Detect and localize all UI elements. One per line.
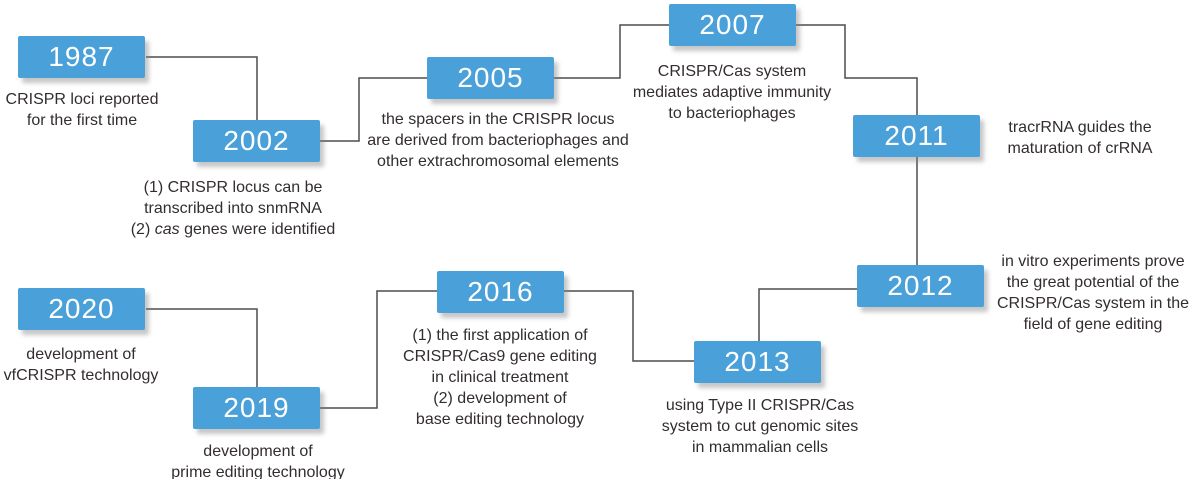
description-text: development of — [203, 443, 313, 460]
description-text: CRISPR/Cas9 gene editing — [403, 348, 597, 365]
description-line: using Type II CRISPR/Cas — [662, 395, 859, 416]
year-label: 2002 — [223, 125, 290, 156]
year-box-2016: 2016 — [437, 271, 564, 313]
description-line: in vitro experiments prove — [997, 251, 1189, 272]
description-line: are derived from bacteriophages and — [367, 130, 629, 151]
description-text: CRISPR/Cas system — [657, 63, 807, 80]
description-text: tracrRNA guides the — [1008, 119, 1152, 136]
description-text: transcribed into snmRNA — [144, 200, 322, 217]
description-line: field of gene editing — [997, 314, 1189, 335]
description-line: development of — [4, 344, 159, 365]
description-text: CRISPR loci reported — [5, 91, 159, 108]
year-label: 2016 — [467, 276, 534, 307]
description-text: system to cut genomic sites — [661, 418, 859, 435]
event-description-2002: (1) CRISPR locus can be transcribed into … — [131, 177, 336, 240]
description-text: are derived from bacteriophages and — [367, 132, 629, 149]
year-label: 2011 — [884, 120, 949, 151]
year-box-2007: 2007 — [669, 4, 796, 46]
connector — [564, 290, 694, 362]
event-description-2019: development of prime editing technology — [171, 441, 344, 479]
year-box-2005: 2005 — [427, 57, 554, 99]
year-label: 2007 — [699, 9, 766, 40]
description-line: (2) cas genes were identified — [131, 219, 336, 240]
event-description-1987: CRISPR loci reported for the first time — [6, 89, 159, 131]
event-description-2011: tracrRNA guides the maturation of crRNA — [1008, 117, 1153, 159]
description-text: (2) development of — [433, 390, 567, 407]
event-description-2020: development of vfCRISPR technology — [4, 344, 159, 386]
description-line: (1) CRISPR locus can be — [131, 177, 336, 198]
description-text: in vitro experiments prove — [1001, 253, 1185, 270]
event-description-2012: in vitro experiments prove the great pote… — [997, 251, 1189, 335]
description-text: in clinical treatment — [431, 369, 569, 386]
year-box-2019: 2019 — [193, 387, 320, 429]
description-line: transcribed into snmRNA — [131, 198, 336, 219]
description-line: other extrachromosomal elements — [367, 151, 629, 172]
description-line: CRISPR/Cas system in the — [997, 293, 1189, 314]
description-text: maturation of crRNA — [1007, 140, 1153, 157]
description-text: using Type II CRISPR/Cas — [665, 397, 855, 414]
description-text: in mammalian cells — [691, 439, 829, 456]
description-line: maturation of crRNA — [1008, 138, 1153, 159]
year-box-2020: 2020 — [18, 288, 145, 330]
description-text: other extrachromosomal elements — [377, 153, 619, 170]
description-line: (1) the first application of — [403, 325, 597, 346]
event-description-2005: the spacers in the CRISPR locus are deriv… — [367, 109, 629, 172]
year-box-1987: 1987 — [18, 36, 145, 78]
description-text-italic: cas — [154, 221, 180, 238]
connector — [320, 290, 437, 409]
year-label: 2005 — [457, 62, 524, 93]
event-description-2016: (1) the first application of CRISPR/Cas9 … — [403, 325, 597, 430]
description-line: CRISPR loci reported — [6, 89, 159, 110]
description-text: genes were identified — [179, 221, 336, 238]
connector — [758, 288, 857, 341]
year-label: 2019 — [223, 392, 290, 423]
description-line: the great potential of the — [997, 272, 1189, 293]
description-line: system to cut genomic sites — [662, 416, 859, 437]
description-text: (2) — [130, 221, 155, 238]
description-text: field of gene editing — [1023, 316, 1163, 333]
description-line: tracrRNA guides the — [1008, 117, 1153, 138]
description-line: development of — [171, 441, 344, 462]
description-line: base editing technology — [403, 409, 597, 430]
connector — [146, 308, 258, 387]
description-line: for the first time — [6, 110, 159, 131]
description-text: to bacteriophages — [668, 105, 796, 122]
connector — [554, 24, 669, 79]
description-text: (1) the first application of — [412, 327, 588, 344]
description-line: the spacers in the CRISPR locus — [367, 109, 629, 130]
description-text: mediates adaptive immunity — [632, 84, 832, 101]
description-line: CRISPR/Cas system — [633, 61, 831, 82]
year-label: 2012 — [887, 270, 954, 301]
description-line: (2) development of — [403, 388, 597, 409]
description-line: prime editing technology — [171, 462, 344, 479]
event-description-2013: using Type II CRISPR/Cas system to cut ge… — [662, 395, 859, 458]
description-text: prime editing technology — [171, 464, 345, 479]
description-text: vfCRISPR technology — [3, 367, 159, 384]
year-label: 1987 — [48, 41, 115, 72]
description-text: development of — [26, 346, 136, 363]
description-line: in clinical treatment — [403, 367, 597, 388]
description-line: CRISPR/Cas9 gene editing — [403, 346, 597, 367]
year-label: 2020 — [48, 293, 115, 324]
description-text: the spacers in the CRISPR locus — [381, 111, 615, 128]
description-line: to bacteriophages — [633, 103, 831, 124]
year-label: 2013 — [724, 346, 791, 377]
description-text: base editing technology — [415, 411, 585, 428]
description-text: (1) CRISPR locus can be — [143, 179, 323, 196]
description-line: vfCRISPR technology — [4, 365, 159, 386]
connector — [146, 56, 258, 120]
description-text: for the first time — [26, 112, 138, 129]
description-text: the great potential of the — [1006, 274, 1180, 291]
year-box-2011: 2011 — [853, 115, 980, 157]
year-box-2012: 2012 — [857, 265, 984, 307]
description-line: in mammalian cells — [662, 437, 859, 458]
description-text: CRISPR/Cas system in the — [996, 295, 1190, 312]
connector — [320, 77, 427, 142]
year-box-2002: 2002 — [193, 120, 320, 162]
event-description-2007: CRISPR/Cas system mediates adaptive immun… — [633, 61, 831, 124]
description-line: mediates adaptive immunity — [633, 82, 831, 103]
connector — [796, 24, 918, 115]
year-box-2013: 2013 — [694, 341, 821, 383]
